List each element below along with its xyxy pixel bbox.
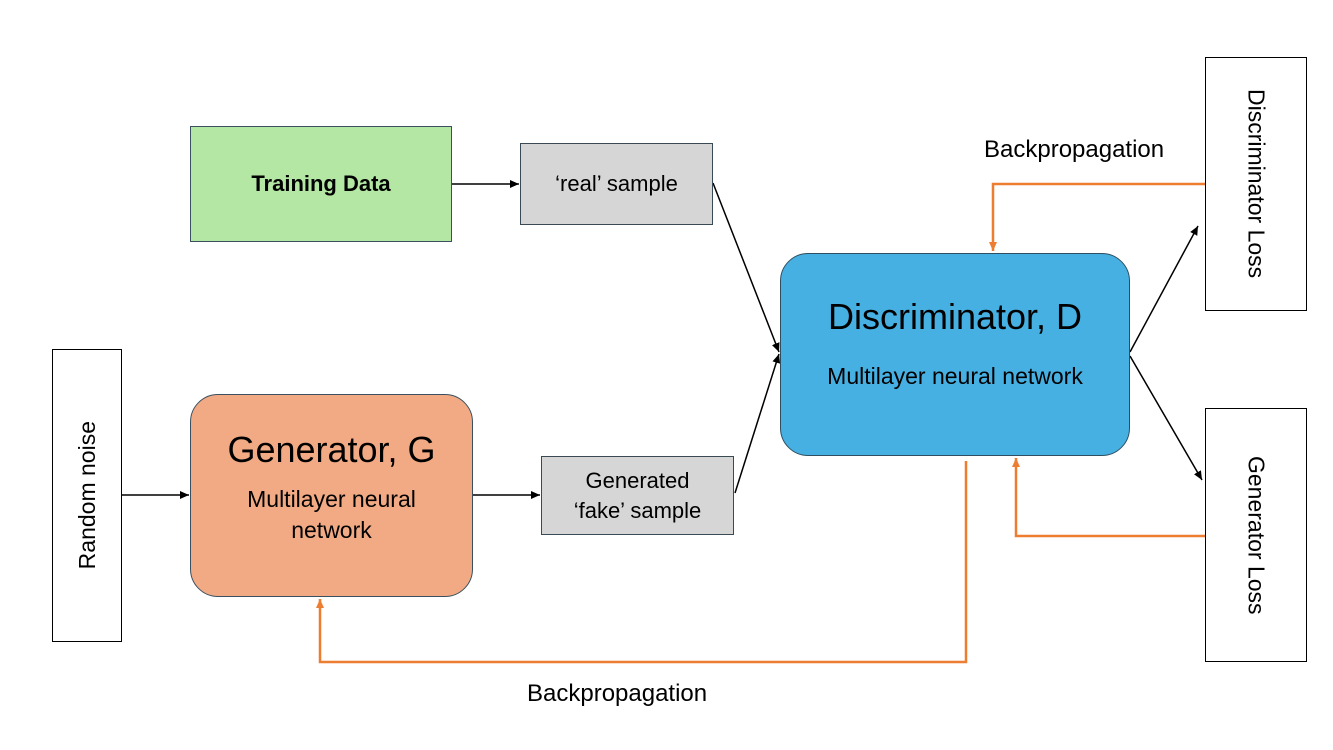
- fake-sample-line1: Generated: [585, 467, 690, 493]
- arrow-discriminator-to-dloss: [1129, 225, 1199, 353]
- real-sample-label: ‘real’ sample: [555, 171, 678, 197]
- discriminator-loss-box: Discriminator Loss: [1205, 57, 1307, 311]
- random-noise-label: Random noise: [73, 421, 100, 570]
- fake-sample-box: Generated ‘fake’ sample: [541, 456, 734, 535]
- backpropagation-label-top: Backpropagation: [984, 136, 1165, 163]
- generator-title: Generator, G: [227, 429, 436, 470]
- generator-loss-label: Generator Loss: [1243, 455, 1270, 615]
- backprop-dloss-to-discriminator: [989, 182, 1205, 251]
- discriminator-subtitle: Multilayer neural network: [827, 363, 1083, 390]
- backprop-discriminator-to-generator: [316, 461, 968, 664]
- generator-box: Generator, G Multilayer neural network: [190, 394, 473, 597]
- generator-subtitle: Multilayer neural network: [247, 486, 416, 544]
- arrow-discriminator-to-gloss: [1129, 355, 1203, 481]
- fake-sample-line2: ‘fake’ sample: [573, 497, 702, 523]
- discriminator-title: Discriminator, D: [827, 296, 1083, 337]
- generator-loss-box: Generator Loss: [1205, 408, 1307, 662]
- discriminator-box: Discriminator, D Multilayer neural netwo…: [780, 253, 1130, 456]
- real-sample-box: ‘real’ sample: [520, 143, 713, 225]
- training-data-label: Training Data: [251, 171, 391, 197]
- discriminator-loss-label: Discriminator Loss: [1243, 89, 1270, 279]
- backpropagation-label-bottom: Backpropagation: [527, 680, 708, 707]
- training-data-box: Training Data: [190, 126, 452, 242]
- random-noise-box: Random noise: [52, 349, 122, 642]
- arrow-real-to-discriminator: [712, 182, 780, 353]
- backprop-gloss-to-discriminator: [1012, 458, 1205, 538]
- arrow-fake-to-discriminator: [734, 353, 781, 494]
